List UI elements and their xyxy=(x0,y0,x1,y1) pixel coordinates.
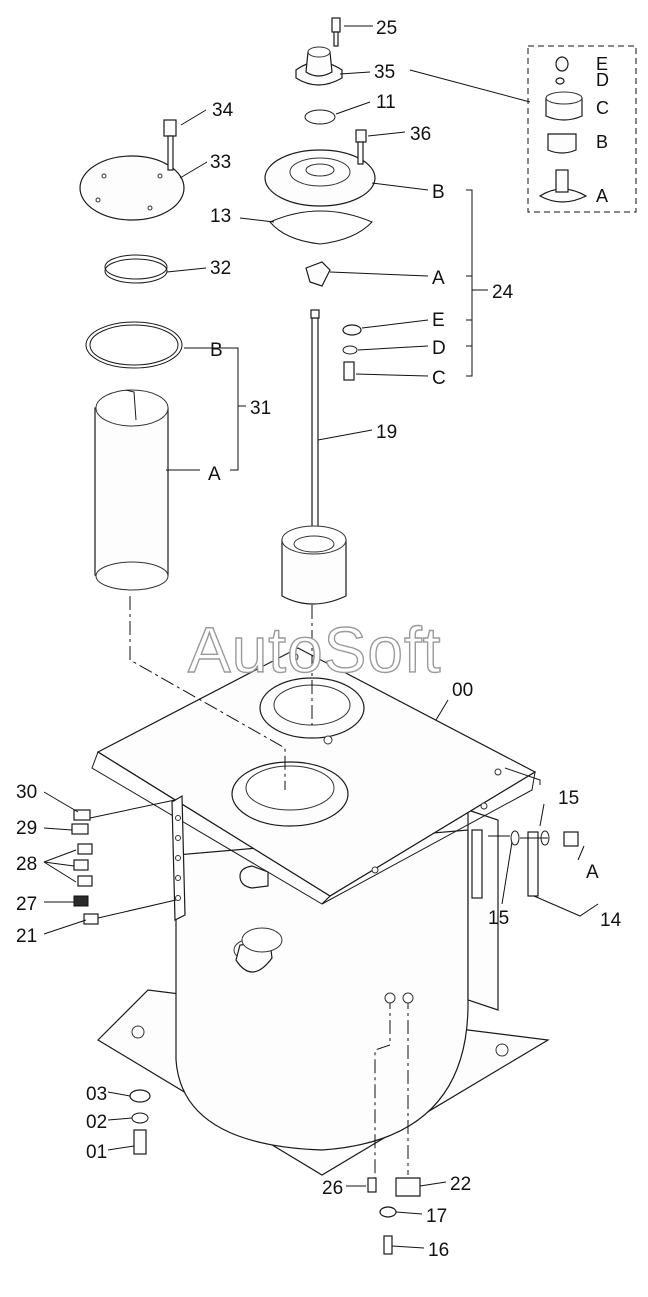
inset-labels: E D C B A xyxy=(596,54,609,206)
o-ring-31b xyxy=(85,321,183,369)
label-16: 16 xyxy=(428,1240,449,1261)
inset-label-e: E xyxy=(596,54,608,74)
label-17: 17 xyxy=(426,1206,447,1227)
label-30: 30 xyxy=(16,782,37,803)
bolt-24c xyxy=(343,361,355,381)
label-26: 26 xyxy=(322,1178,343,1199)
label-22: 22 xyxy=(450,1174,471,1195)
label-02: 02 xyxy=(86,1112,107,1133)
label-28: 28 xyxy=(16,854,37,875)
label-14a: A xyxy=(586,862,599,883)
label-24: 24 xyxy=(492,282,514,303)
label-24d: D xyxy=(432,338,446,359)
label-11: 11 xyxy=(376,92,396,113)
label-34: 34 xyxy=(212,100,234,121)
label-24a: A xyxy=(432,268,445,289)
label-33: 33 xyxy=(210,152,231,173)
label-35: 35 xyxy=(374,62,395,83)
leader-lines xyxy=(43,25,599,1249)
label-24b: B xyxy=(432,182,445,203)
label-01: 01 xyxy=(86,1142,107,1163)
fittings-left xyxy=(71,809,99,925)
label-31a: A xyxy=(208,464,221,485)
label-24e: E xyxy=(432,310,445,331)
inset-label-b: B xyxy=(596,132,608,152)
label-21: 21 xyxy=(16,926,37,947)
label-31: 31 xyxy=(250,398,271,419)
inset-label-d: D xyxy=(596,70,609,90)
spring-washer-24d xyxy=(342,345,358,355)
label-25: 25 xyxy=(376,18,397,39)
label-32: 32 xyxy=(210,258,231,279)
filter-element-31a xyxy=(94,389,169,591)
snap-ring-32 xyxy=(104,254,168,284)
washer-24e xyxy=(342,324,362,336)
inset-label-a: A xyxy=(596,186,608,206)
label-29: 29 xyxy=(16,818,37,839)
inset-label-c: C xyxy=(596,98,609,118)
label-27: 27 xyxy=(16,894,37,915)
plate-33 xyxy=(79,119,185,221)
bolt-stack-left xyxy=(129,1089,151,1155)
bracket-24a xyxy=(305,261,331,287)
label-31b: B xyxy=(210,340,223,361)
callout-labels: 25 35 11 36 34 33 13 32 B A E D C 24 B 3… xyxy=(16,18,622,1261)
label-15-upper: 15 xyxy=(558,788,579,809)
drain-parts xyxy=(367,1177,421,1255)
label-15-lower: 15 xyxy=(488,908,509,929)
rod-19 xyxy=(310,309,320,547)
detail-inset xyxy=(527,45,637,213)
o-ring-11 xyxy=(304,109,336,125)
label-13: 13 xyxy=(210,206,231,227)
label-14: 14 xyxy=(600,910,622,931)
gasket-13 xyxy=(269,210,373,245)
watermark: AutoSoft xyxy=(188,614,442,686)
hydraulic-tank xyxy=(91,647,550,1180)
label-03: 03 xyxy=(86,1084,107,1105)
strainer xyxy=(281,525,347,605)
cover-35 xyxy=(295,17,343,86)
label-00: 00 xyxy=(452,680,473,701)
level-gauge-14 xyxy=(471,829,579,899)
cover-flange-assembly xyxy=(264,129,376,207)
label-24c: C xyxy=(432,368,446,389)
label-19: 19 xyxy=(376,422,397,443)
label-36: 36 xyxy=(410,124,431,145)
